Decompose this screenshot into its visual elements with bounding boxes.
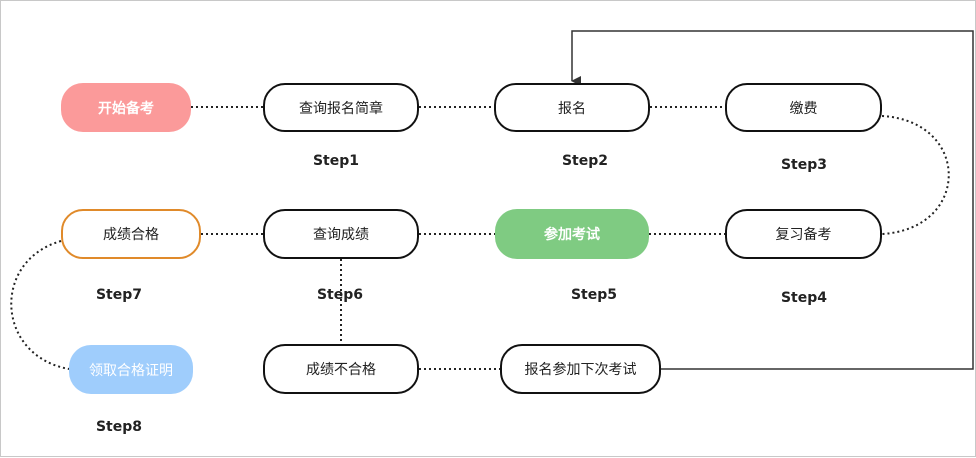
connector-pass-certificate: [10, 240, 70, 370]
node-review-prepare: 复习备考: [725, 209, 882, 259]
node-start-preparation: 开始备考: [61, 83, 191, 132]
step-label-2: Step2: [561, 153, 609, 169]
step-label-5: Step5: [570, 287, 618, 303]
node-query-score: 查询成绩: [263, 209, 419, 259]
loop-back-arrow: [571, 30, 974, 370]
step-label-1: Step1: [312, 153, 360, 169]
node-retake-registration: 报名参加下次考试: [500, 344, 661, 394]
step-label-8: Step8: [95, 419, 143, 435]
node-pass: 成绩合格: [61, 209, 201, 259]
step-label-4: Step4: [780, 290, 828, 306]
node-get-certificate: 领取合格证明: [69, 345, 193, 394]
node-query-brochure: 查询报名简章: [263, 83, 419, 132]
step-label-6: Step6: [316, 287, 364, 303]
connector-pay-review: [881, 115, 950, 235]
node-pay-fee: 缴费: [725, 83, 882, 132]
node-take-exam: 参加考试: [495, 209, 649, 259]
step-label-3: Step3: [780, 157, 828, 173]
node-fail: 成绩不合格: [263, 344, 419, 394]
node-register: 报名: [494, 83, 650, 132]
step-label-7: Step7: [95, 287, 143, 303]
